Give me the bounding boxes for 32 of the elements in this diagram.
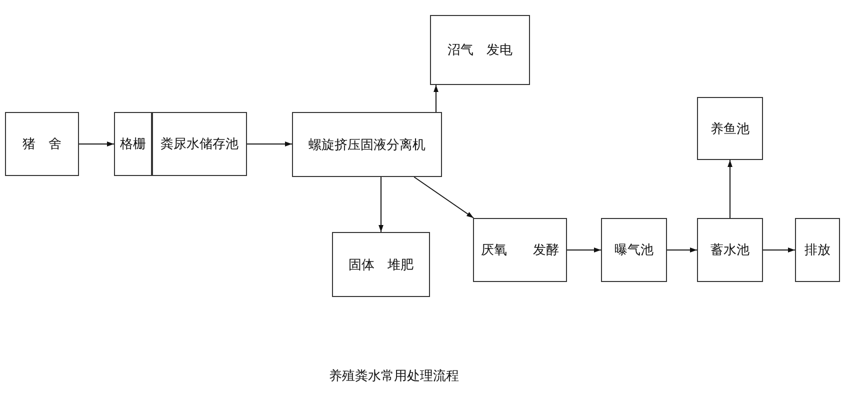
node-label: 沼气 发电 xyxy=(448,42,512,59)
process-box xyxy=(697,97,763,160)
arrow xyxy=(566,248,602,252)
node-label: 猪 舍 xyxy=(22,136,62,153)
node-label: 格栅 xyxy=(120,136,146,153)
process-box xyxy=(473,218,567,282)
process-box xyxy=(430,15,530,85)
node-label: 螺旋挤压固液分离机 xyxy=(308,136,426,154)
process-box xyxy=(292,112,442,177)
process-box xyxy=(697,218,763,282)
arrow xyxy=(414,176,474,218)
arrow xyxy=(666,248,698,252)
node-label: 蓄水池 xyxy=(710,242,750,259)
node-label: 粪尿水储存池 xyxy=(160,136,238,153)
arrow xyxy=(78,142,114,146)
arrow xyxy=(762,248,796,252)
node-label: 厌氧 发酵 xyxy=(481,242,559,259)
process-box xyxy=(332,232,430,297)
process-box xyxy=(152,112,247,176)
process-box xyxy=(601,218,667,282)
node-label: 排放 xyxy=(804,242,830,259)
caption: 养殖粪水常用处理流程 xyxy=(329,368,459,385)
node-label: 曝气池 xyxy=(614,242,654,259)
arrow xyxy=(378,176,384,232)
arrow xyxy=(728,160,732,218)
node-label: 养鱼池 xyxy=(710,120,750,138)
node-label: 固体 堆肥 xyxy=(348,256,414,274)
process-box xyxy=(114,112,152,176)
process-box xyxy=(5,112,79,176)
arrow xyxy=(246,142,292,146)
process-box xyxy=(795,218,840,282)
arrow xyxy=(434,84,438,112)
